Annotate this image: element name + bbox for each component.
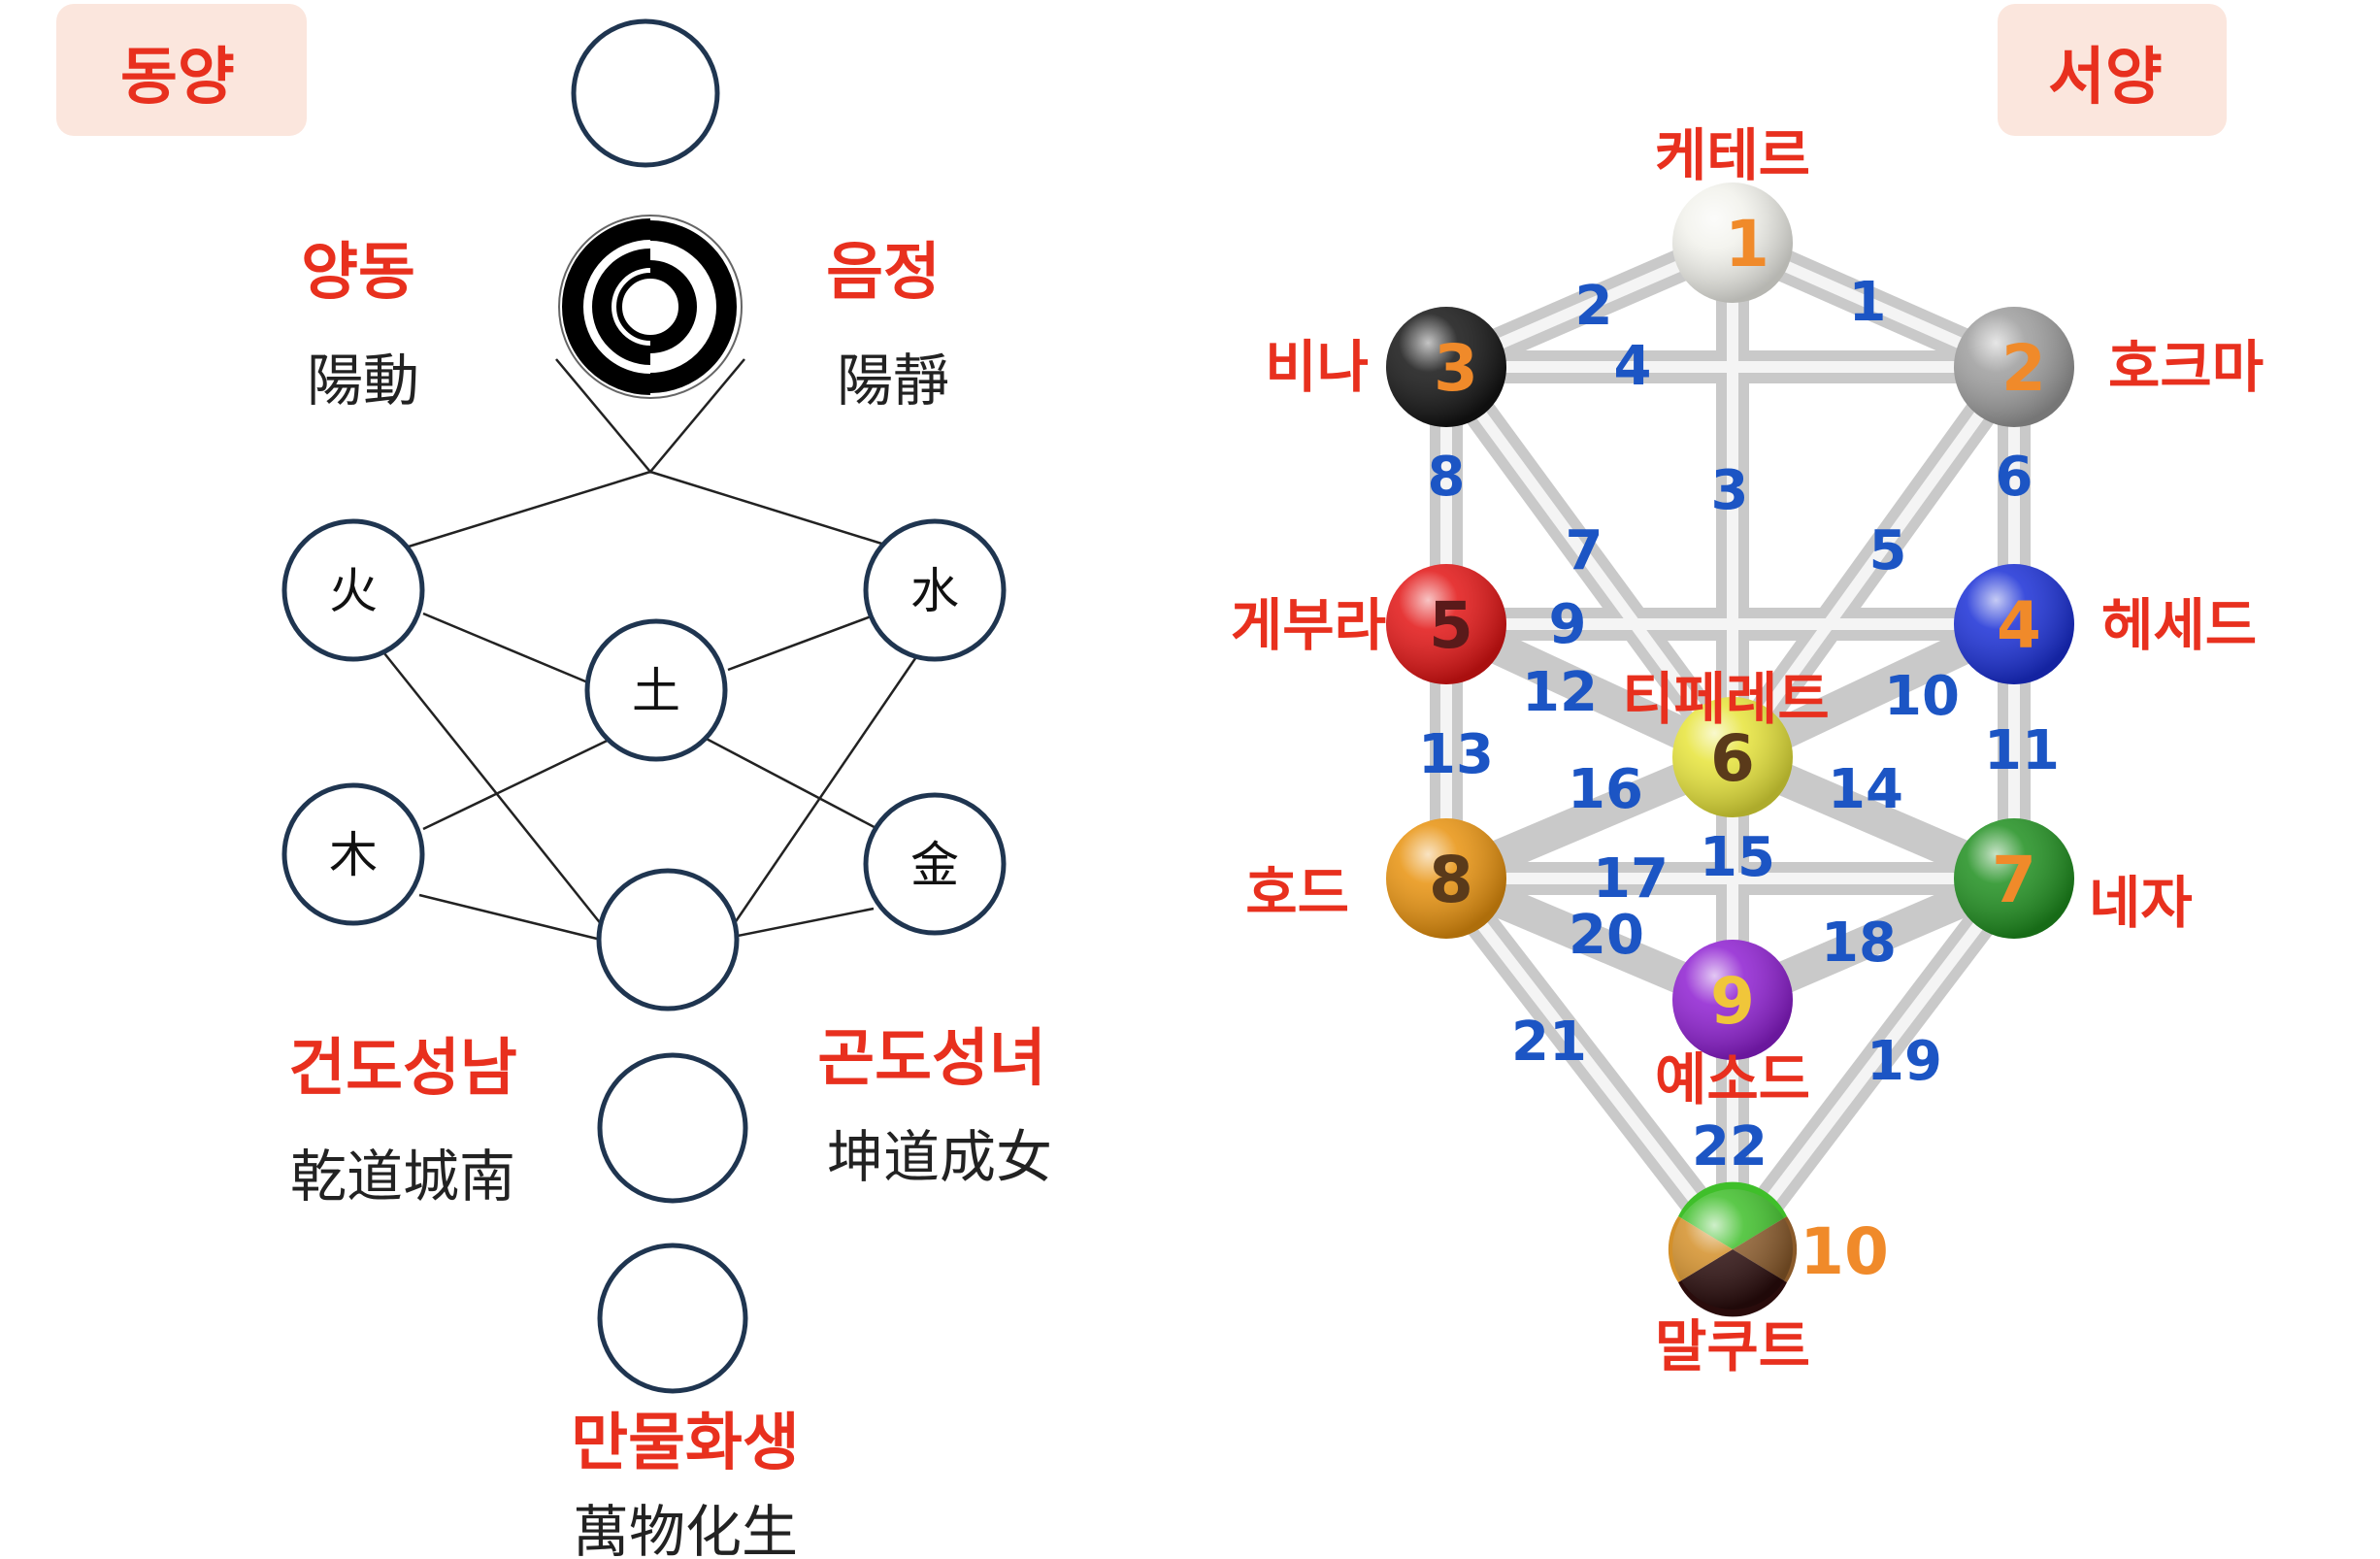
water-char: 水: [910, 563, 959, 619]
path-3-number: 3: [1711, 459, 1749, 522]
element-connection-lines: [380, 358, 924, 942]
center-circle: [596, 868, 740, 1012]
path-8-number: 8: [1428, 446, 1466, 509]
sephira-3-name: 비나: [1265, 334, 1369, 400]
path-16-number: 16: [1568, 758, 1643, 821]
path-15-number: 15: [1700, 826, 1775, 889]
sephira-8-name: 호드: [1245, 860, 1349, 926]
path-22-number: 22: [1692, 1115, 1768, 1178]
sephira-2-name: 호크마: [2108, 334, 2264, 400]
path-20-number: 20: [1569, 904, 1644, 967]
element-circles: [281, 518, 1007, 1394]
west-badge: [1998, 4, 2227, 136]
taiji-symbol: [558, 215, 743, 399]
sephira-6-name: 티페레트: [1622, 666, 1829, 732]
yang-label: 양동: [301, 237, 415, 309]
sephira-10-number: 10: [1800, 1214, 1889, 1289]
sephira-9-name: 예소드: [1655, 1046, 1810, 1112]
eastern-diagram: 火 水 土 木 金 양동 음정 건도성남 곤도성녀 만물화생 陽動 陽靜 乾道城…: [281, 18, 1052, 1559]
creation-label: 만물화생: [571, 1408, 800, 1479]
west-badge-label: 서양: [2048, 42, 2163, 114]
east-badge: [56, 4, 307, 136]
yin-label: 음정: [826, 237, 941, 309]
path-21-number: 21: [1511, 1011, 1587, 1074]
metal-char: 金: [910, 837, 959, 893]
sephira-5-name: 게부라: [1231, 592, 1386, 658]
path-17-number: 17: [1593, 847, 1669, 911]
sephira-3-number: 3: [1434, 331, 1478, 406]
sephira-4-number: 4: [1997, 588, 2041, 663]
female-hanja: 坤道成女: [827, 1124, 1052, 1190]
path-2-number: 2: [1575, 275, 1613, 338]
path-13-number: 13: [1418, 723, 1494, 786]
sephira-1-number: 1: [1725, 207, 1769, 282]
water-circle: [863, 518, 1007, 662]
sephira-9-number: 9: [1710, 964, 1755, 1039]
wood-circle: [281, 782, 425, 926]
path-4-number: 4: [1614, 335, 1652, 398]
sephira-7-number: 7: [1992, 843, 2036, 917]
path-1-number: 1: [1849, 271, 1887, 334]
yang-hanja: 陽動: [307, 348, 419, 414]
sephira-5-number: 5: [1429, 588, 1473, 663]
fire-circle: [281, 518, 425, 662]
path-18-number: 18: [1821, 912, 1897, 975]
path-14-number: 14: [1828, 758, 1903, 821]
sephira-7-name: 네자: [2089, 870, 2193, 936]
fire-char: 火: [329, 563, 378, 619]
path-5-number: 5: [1869, 519, 1907, 582]
path-12-number: 12: [1522, 661, 1598, 724]
sephira-1-name: 케테르: [1655, 122, 1810, 188]
wood-char: 木: [329, 827, 378, 883]
yin-hanja: 陽靜: [837, 348, 949, 414]
path-7-number: 7: [1566, 519, 1603, 582]
path-19-number: 19: [1867, 1030, 1942, 1093]
sephira-2-number: 2: [2001, 331, 2046, 406]
lower-circle: [597, 1052, 748, 1204]
sephira-10-name: 말쿠트: [1655, 1313, 1810, 1379]
path-11-number: 11: [1984, 719, 2060, 782]
earth-char: 土: [632, 663, 680, 719]
rainbow-dividers: [22, 183, 2356, 1253]
path-10-number: 10: [1884, 665, 1960, 728]
tree-of-life: 1 2 3 4 5 6 7 8 9 10 1 2 3 4 5 6 7 8 9 1…: [1231, 122, 2264, 1379]
sephira-4-name: 헤세드: [2101, 592, 2257, 658]
male-hanja: 乾道城南: [290, 1144, 515, 1210]
sephira-6-number: 6: [1710, 721, 1755, 796]
east-badge-label: 동양: [120, 42, 235, 114]
male-label: 건도성남: [288, 1033, 517, 1105]
path-9-number: 9: [1549, 593, 1587, 656]
sephirot-spheres: [1386, 182, 2074, 1317]
bottom-circle: [597, 1243, 748, 1394]
wuji-circle: [571, 18, 720, 168]
female-label: 곤도성녀: [817, 1023, 1046, 1095]
path-6-number: 6: [1996, 446, 2033, 509]
creation-hanja: 萬物化生: [573, 1499, 798, 1559]
metal-circle: [863, 792, 1007, 936]
sephira-8-number: 8: [1429, 843, 1473, 917]
earth-circle: [584, 618, 728, 762]
